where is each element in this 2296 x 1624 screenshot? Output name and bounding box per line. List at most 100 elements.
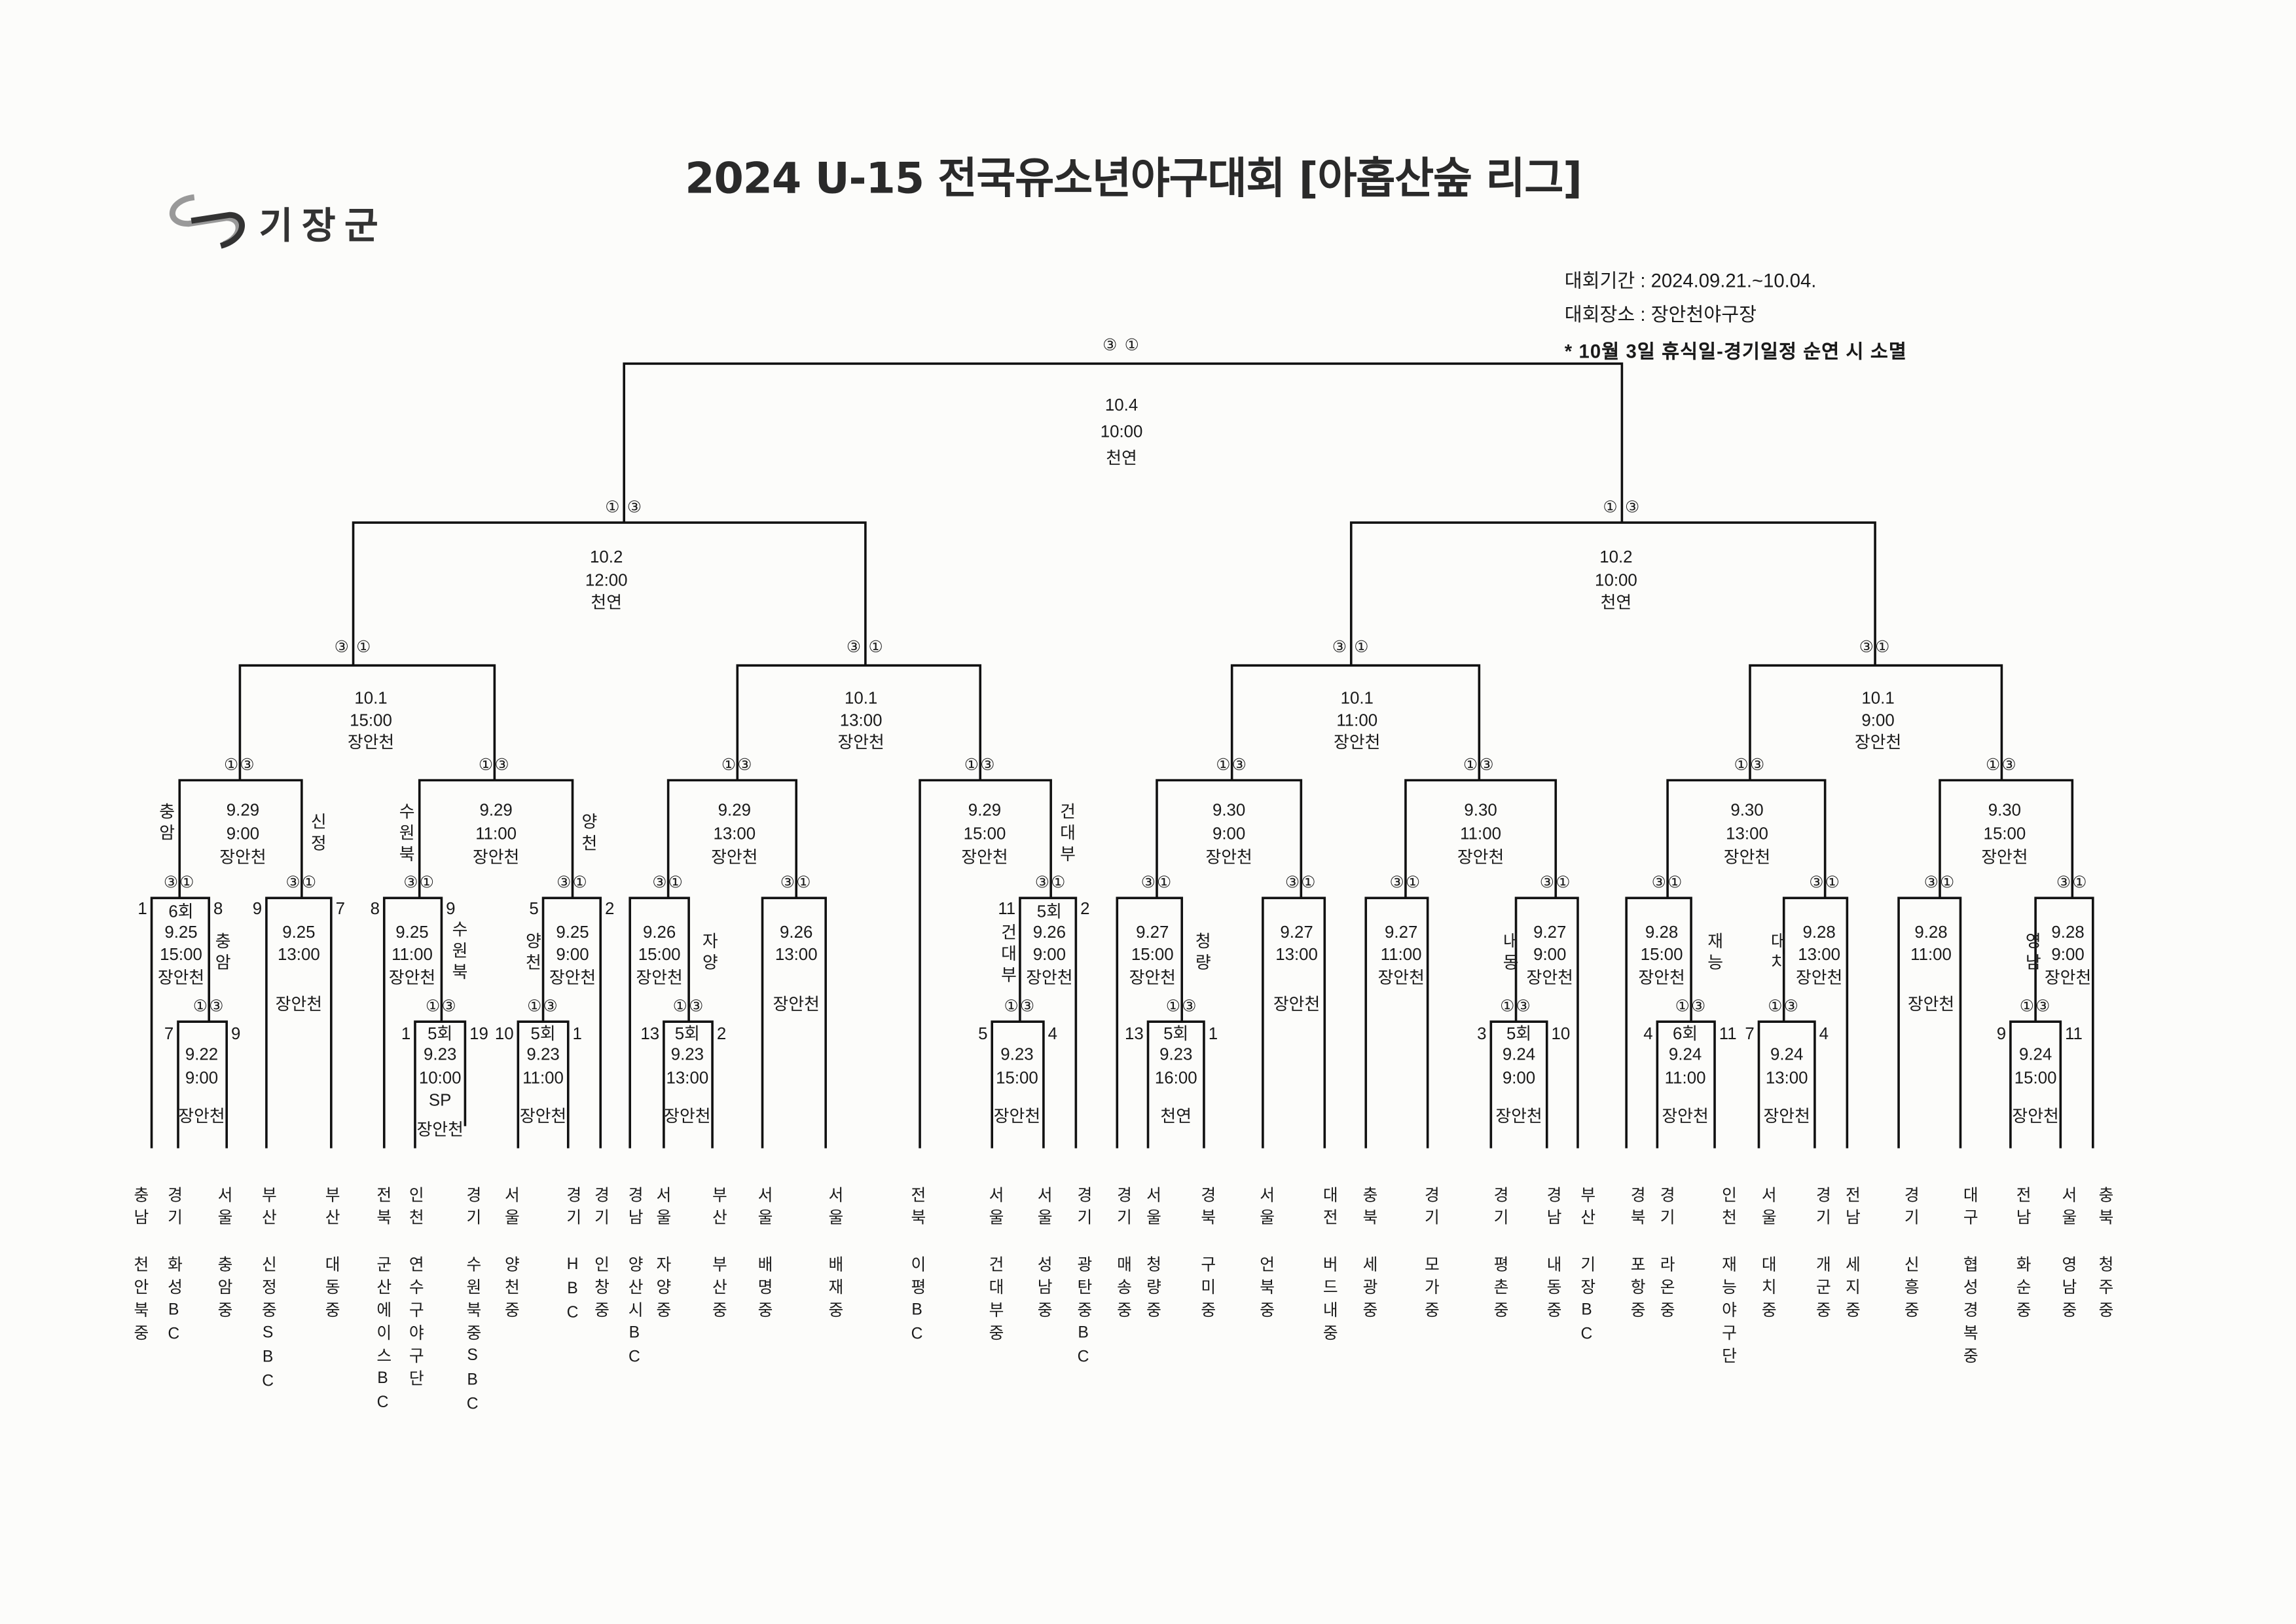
seed-marks: ③① — [780, 874, 812, 893]
winner-label: 영남 — [2023, 932, 2041, 975]
match-date: 10.1 — [354, 690, 388, 709]
team-name: 부산중 — [709, 1255, 727, 1325]
match-date: 9.25 — [164, 924, 198, 942]
bracket-match-f2 — [1514, 896, 1579, 1149]
match-time: 11:00 — [1380, 946, 1422, 965]
match-time: 13:00 — [1726, 826, 1768, 844]
match-date: 9.29 — [968, 802, 1002, 821]
bracket-match-f1 — [1364, 896, 1429, 1149]
bracket-match-b2 — [541, 896, 602, 1149]
team-region: 전북 — [908, 1186, 926, 1231]
seed-marks: ③ ① — [1332, 638, 1370, 657]
match-date: 9.26 — [1032, 924, 1066, 942]
team-region: 경기 — [1901, 1186, 1920, 1231]
score-right: 9 — [446, 900, 456, 919]
seed-marks: ①③ — [224, 756, 256, 775]
match-date: 9.23 — [526, 1046, 560, 1065]
winner-label: 수원북 — [449, 920, 467, 984]
match-venue: 장안천 — [1907, 996, 1955, 1014]
match-venue: 장안천 — [416, 1122, 464, 1140]
score-left: 4 — [1643, 1025, 1653, 1044]
seed-marks: ③① — [1859, 638, 1891, 657]
match-date: 10.1 — [1861, 690, 1895, 709]
logo-swirl-icon — [169, 194, 245, 249]
team-region: 경기 — [1491, 1186, 1509, 1231]
team-name: 세광중 — [1360, 1255, 1378, 1325]
team-region: 경북 — [1197, 1186, 1216, 1231]
score-left: 7 — [164, 1025, 174, 1044]
match-inning: 5회 — [674, 1025, 700, 1044]
match-venue: 장안천 — [1205, 849, 1252, 868]
match-time: 9:00 — [185, 1070, 219, 1088]
match-time: 13:00 — [1765, 1070, 1808, 1088]
match-venue: 장안천 — [1377, 970, 1425, 988]
seed-marks: ①③ — [1985, 756, 2018, 775]
bracket-match-b1 — [382, 896, 443, 1149]
match-date: 9.30 — [1464, 802, 1497, 821]
score-left: 5 — [529, 900, 539, 919]
match-venue: 장안천 — [388, 970, 436, 988]
bracket-match-e2 — [1262, 896, 1326, 1149]
match-date: 9.30 — [1730, 802, 1764, 821]
team-name: 버드내중 — [1320, 1255, 1338, 1348]
seed-marks: ①③ — [478, 756, 511, 775]
match-venue: 장안천 — [1334, 734, 1381, 752]
tournament-venue: 대회장소 : 장안천야구장 — [1564, 303, 1757, 325]
match-date: 10.2 — [1599, 549, 1633, 567]
team-region: 경북 — [1628, 1186, 1646, 1231]
bracket-match-a2 — [265, 896, 333, 1149]
match-date: 9.22 — [185, 1046, 219, 1065]
team-name: 기장BC — [1577, 1255, 1595, 1350]
match-venue: 장안천 — [1981, 849, 2028, 868]
winner-label: 대치 — [1768, 932, 1787, 975]
bracket-match-c2 — [761, 896, 827, 1149]
match-time: 10:00 — [1100, 424, 1143, 442]
match-date: 9.29 — [479, 802, 513, 821]
seed-marks: ①③ — [425, 998, 458, 1016]
bracket-match-r16A — [178, 779, 303, 898]
bracket-match-e1 — [1116, 896, 1184, 1149]
gijang-logo: 기장군 — [162, 191, 412, 250]
score-right: 11 — [1719, 1025, 1737, 1044]
team-region: 경기 — [1813, 1186, 1831, 1231]
match-time: 13:00 — [1798, 946, 1841, 965]
match-inning: 5회 — [530, 1025, 556, 1044]
team-region: 충남 — [131, 1186, 149, 1231]
match-time: 15:00 — [1640, 946, 1683, 965]
match-time: 11:00 — [1910, 946, 1952, 965]
match-venue: 장안천 — [1526, 970, 1573, 988]
team-name: 성남중 — [1034, 1255, 1053, 1325]
seed-marks: ③① — [1651, 874, 1684, 893]
score-left: 3 — [1477, 1025, 1487, 1044]
match-time: 15:00 — [638, 946, 681, 965]
match-time: 9:00 — [1533, 946, 1567, 965]
match-venue: 장안천 — [472, 849, 520, 868]
match-venue: 장안천 — [1723, 849, 1771, 868]
match-time: 13:00 — [666, 1070, 709, 1088]
score-right: 7 — [335, 900, 345, 919]
match-inning: 5회 — [1163, 1025, 1189, 1044]
seed-marks: ①③ — [1734, 756, 1766, 775]
match-time: 10:00 — [1595, 572, 1637, 591]
score-right: 10 — [1551, 1025, 1571, 1044]
team-region: 서울 — [1256, 1186, 1275, 1231]
team-region: 인천 — [1719, 1186, 1737, 1231]
bracket-match-f2s — [1489, 1020, 1548, 1149]
seed-marks: ①③ — [1463, 756, 1495, 775]
score-right: 11 — [2065, 1025, 2083, 1044]
team-region: 부산 — [259, 1186, 277, 1231]
match-date: 9.24 — [1770, 1046, 1804, 1065]
seed-marks: ③① — [1539, 874, 1572, 893]
score-right: 8 — [213, 900, 223, 919]
seed-marks: ①③ — [1768, 998, 1800, 1016]
seed-marks: ①③ — [964, 756, 996, 775]
seed-marks: ③① — [403, 874, 436, 893]
match-venue: 장안천 — [1495, 1108, 1542, 1126]
team-name: 배명중 — [755, 1255, 773, 1325]
seed-marks: ①③ — [1675, 998, 1707, 1016]
seed-marks: ③① — [1285, 874, 1317, 893]
bracket-match-r16C — [666, 779, 798, 898]
winner-label: 충암 — [212, 932, 230, 975]
match-date: 9.28 — [2051, 924, 2085, 942]
match-time: 9:00 — [1861, 712, 1895, 731]
